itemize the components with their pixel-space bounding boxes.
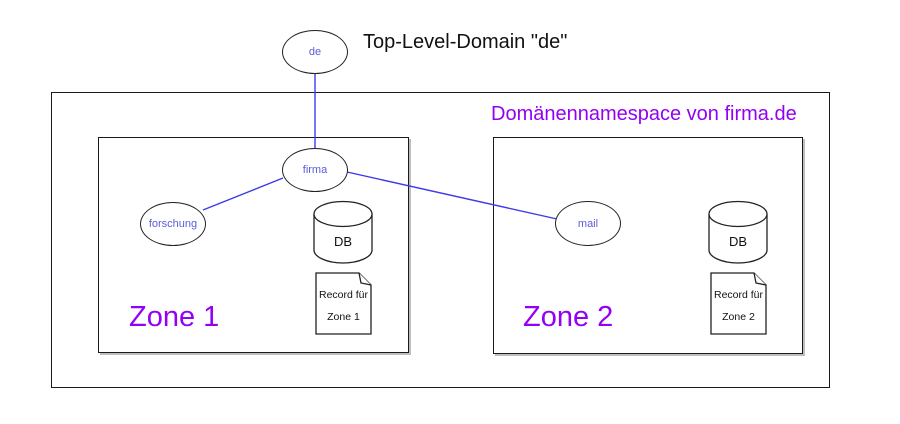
zone1-label: Zone 1 bbox=[129, 301, 220, 333]
zone2-box bbox=[493, 137, 803, 354]
zone1-db-cylinder-icon bbox=[313, 200, 373, 264]
tld-node-label: de bbox=[308, 46, 322, 58]
mail-node: mail bbox=[555, 201, 621, 246]
zone1-record-line1: Record für bbox=[318, 289, 369, 301]
zone1-record-document-icon bbox=[315, 272, 372, 335]
zone2-record-document-icon bbox=[710, 272, 767, 335]
zone1-box bbox=[98, 137, 409, 353]
zone2-record-text: Record für Zone 2 bbox=[710, 290, 767, 322]
firma-node-label: firma bbox=[302, 164, 328, 176]
mail-node-label: mail bbox=[577, 217, 599, 230]
namespace-box bbox=[51, 92, 830, 388]
forschung-node: forschung bbox=[140, 202, 206, 246]
zone2-label: Zone 2 bbox=[523, 301, 614, 333]
zone1-record-text: Record für Zone 1 bbox=[315, 290, 372, 322]
firma-node: firma bbox=[282, 148, 348, 192]
zone1-record-line2: Zone 1 bbox=[327, 310, 360, 323]
zone2-record-line1: Record für bbox=[713, 289, 764, 301]
tld-node: de bbox=[282, 30, 348, 74]
namespace-title: Domänennamespace von firma.de bbox=[491, 103, 797, 125]
zone2-record-line2: Zone 2 bbox=[722, 310, 755, 323]
zone1-db-label: DB bbox=[333, 234, 353, 249]
zone2-db-cylinder-icon bbox=[708, 200, 768, 264]
forschung-node-label: forschung bbox=[148, 218, 198, 230]
zone2-db-label: DB bbox=[728, 234, 748, 249]
tld-title: Top-Level-Domain "de" bbox=[363, 31, 568, 53]
